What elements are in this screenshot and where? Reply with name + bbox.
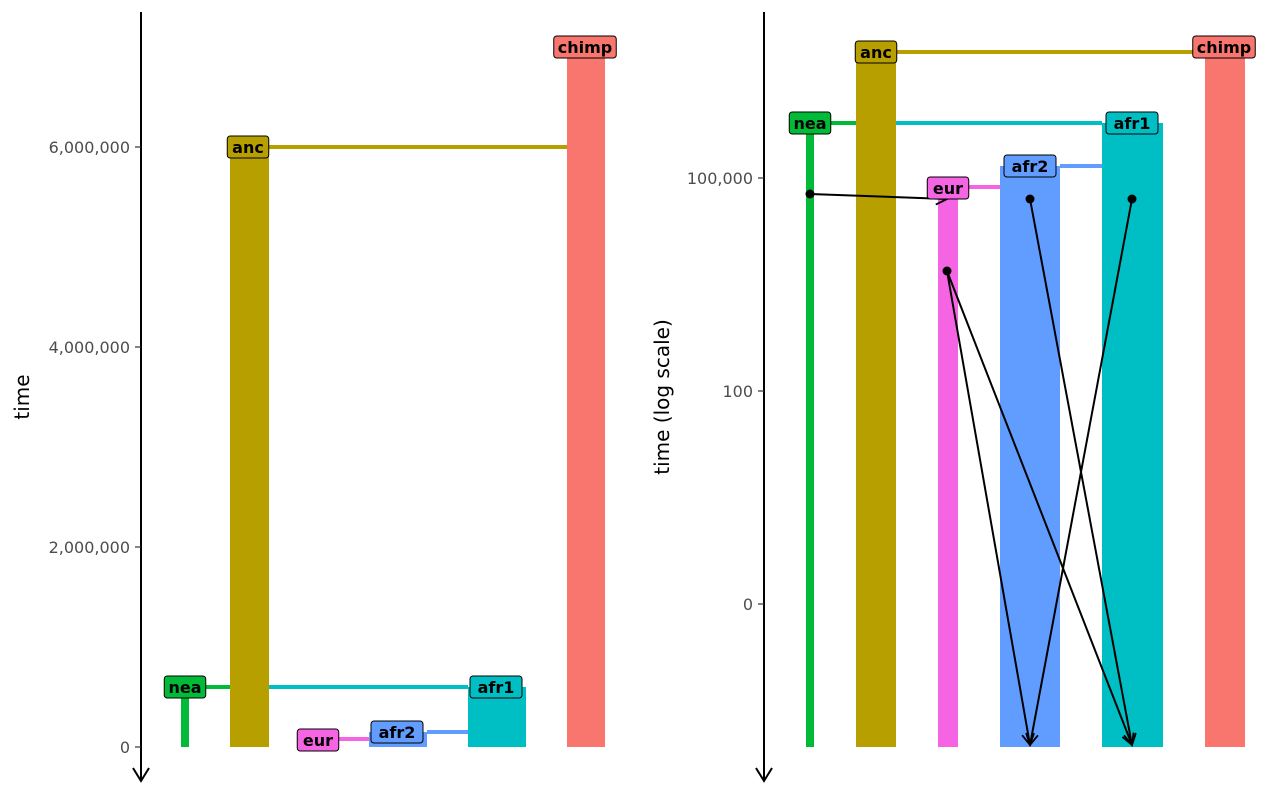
y-axis-title: time xyxy=(10,374,34,419)
node-label-anc-text: anc xyxy=(860,43,892,62)
node-label-afr1-text: afr1 xyxy=(1114,114,1151,133)
y-axis-arrow xyxy=(132,767,150,783)
population-bar-chimp xyxy=(567,47,605,747)
y-axis-arrow xyxy=(755,767,773,783)
gene-flow-source-point xyxy=(805,189,815,199)
population-bar-afr1 xyxy=(1102,123,1163,747)
population-bar-nea xyxy=(806,123,814,747)
node-label-afr1-text: afr1 xyxy=(478,678,515,697)
node-label-afr1-box xyxy=(1105,111,1159,135)
population-bar-anc xyxy=(230,147,269,747)
node-label-nea-box xyxy=(788,111,832,135)
y-tick-label: 6,000,000 xyxy=(49,138,130,157)
y-axis-title: time (log scale) xyxy=(650,319,674,475)
node-label-anc-box xyxy=(854,40,898,64)
node-label-anc-text: anc xyxy=(232,138,264,157)
node-label-eur-box xyxy=(296,728,340,752)
population-bar-anc xyxy=(856,52,896,747)
gene-flow-arrow-eur-afr2 xyxy=(946,270,1035,747)
node-label-eur-box xyxy=(926,176,970,200)
y-tick-label: 0 xyxy=(120,738,130,757)
y-tick-label: 4,000,000 xyxy=(49,338,130,357)
node-label-nea-box xyxy=(163,675,207,699)
node-label-afr2-text: afr2 xyxy=(379,723,416,742)
panel-log-time: 100,000 100 0 time (log scale) nea anc eur afr2… xyxy=(650,12,1256,783)
node-label-eur-text: eur xyxy=(933,179,963,198)
node-label-nea-text: nea xyxy=(793,114,826,133)
node-label-afr2-text: afr2 xyxy=(1012,157,1049,176)
population-bar-nea xyxy=(181,687,189,747)
panel-linear-time: 0 2,000,000 4,000,000 6,000,000 time nea anc eu… xyxy=(10,12,617,783)
node-label-chimp-box xyxy=(1192,35,1256,59)
node-label-chimp-text: chimp xyxy=(1197,38,1251,57)
node-label-afr2-box xyxy=(370,720,424,744)
gene-flow-arrow-eur-afr1 xyxy=(946,270,1135,747)
gene-flow-source-point xyxy=(1025,194,1035,204)
y-tick-label: 100 xyxy=(722,382,753,401)
gene-flow-source-point xyxy=(942,266,952,276)
gene-flow-arrow-afr1-afr2 xyxy=(1025,198,1133,747)
node-label-afr1-box xyxy=(469,675,523,699)
population-bar-afr2 xyxy=(1000,166,1060,747)
node-label-chimp-box xyxy=(553,35,617,59)
node-label-nea-text: nea xyxy=(168,678,201,697)
y-tick-label: 0 xyxy=(743,595,753,614)
node-label-anc-box xyxy=(226,135,270,159)
y-tick-label: 2,000,000 xyxy=(49,538,130,557)
node-label-afr2-box xyxy=(1003,154,1057,178)
gene-flow-arrow-nea-eur xyxy=(809,191,949,206)
population-bar-chimp xyxy=(1205,52,1245,747)
gene-flow-source-point xyxy=(1127,194,1137,204)
node-label-eur-text: eur xyxy=(303,731,333,750)
node-label-chimp-text: chimp xyxy=(558,38,612,57)
y-tick-label: 100,000 xyxy=(687,169,753,188)
population-bar-eur xyxy=(938,187,958,747)
